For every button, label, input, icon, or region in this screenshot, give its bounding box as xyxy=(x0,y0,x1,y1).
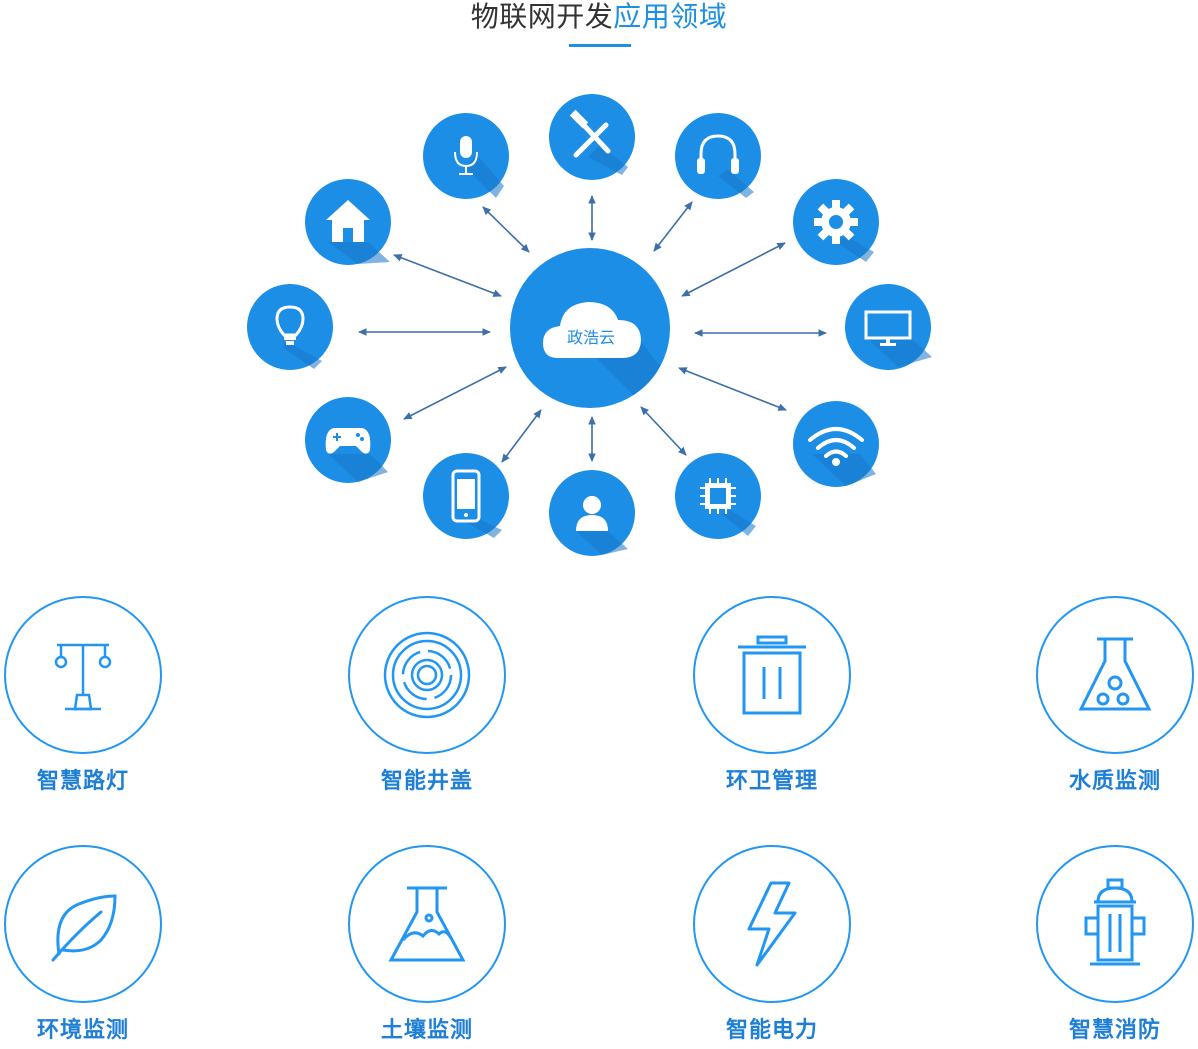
trash-bin-icon xyxy=(738,635,806,715)
leaf-icon xyxy=(51,894,117,962)
flask-icon xyxy=(1078,637,1152,711)
app-tile-street-light[interactable]: 智慧路灯 xyxy=(0,596,166,796)
app-tile-label: 环卫管理 xyxy=(725,769,818,794)
hub-center: 政浩云 xyxy=(510,248,670,408)
microphone-icon xyxy=(454,136,478,175)
hub-node-chip xyxy=(675,453,761,539)
hub-node-monitor xyxy=(845,284,932,370)
app-tile-soil[interactable]: 土壤监测 xyxy=(344,845,510,1045)
hub-connectors xyxy=(358,195,827,463)
app-tile-label: 智能电力 xyxy=(725,1018,818,1043)
fire-hydrant-icon xyxy=(1084,878,1146,966)
hub-node-smartphone xyxy=(423,453,509,539)
app-tile-label: 水质监测 xyxy=(1068,769,1161,794)
app-tile-circle xyxy=(4,845,162,1003)
app-tile-environment[interactable]: 环境监测 xyxy=(0,845,166,1045)
lightbulb-icon xyxy=(275,305,305,345)
app-tile-circle xyxy=(1036,596,1194,754)
smartphone-icon xyxy=(451,469,481,523)
app-tile-manhole-cover[interactable]: 智能井盖 xyxy=(344,596,510,796)
monitor-icon xyxy=(864,310,912,346)
app-tile-label: 环境监测 xyxy=(36,1018,129,1043)
hub-node-tools xyxy=(549,94,635,180)
app-tile-sanitation[interactable]: 环卫管理 xyxy=(689,596,855,796)
app-tile-fire-safety[interactable]: 智慧消防 xyxy=(1032,845,1198,1045)
app-tile-circle xyxy=(693,845,851,1003)
app-tile-label: 智能井盖 xyxy=(380,769,473,794)
hub-node-headphones xyxy=(675,113,761,199)
hub-node-user xyxy=(549,470,635,556)
app-tile-label: 土壤监测 xyxy=(380,1018,473,1043)
hub-center-label: 政浩云 xyxy=(567,328,615,347)
app-tile-circle xyxy=(693,596,851,754)
app-tile-circle xyxy=(1036,845,1194,1003)
app-tile-circle xyxy=(4,596,162,754)
hub-node-home xyxy=(305,179,391,265)
manhole-cover-icon xyxy=(383,631,471,719)
soil-flask-icon xyxy=(388,886,466,962)
street-light-icon xyxy=(54,643,112,711)
headphones-icon xyxy=(697,134,739,174)
title-main: 物联网开发 xyxy=(470,0,614,33)
app-tile-label: 智慧路灯 xyxy=(36,769,129,794)
title-accent: 应用领域 xyxy=(613,0,728,33)
app-tile-circle xyxy=(348,845,506,1003)
gear-icon xyxy=(814,200,858,244)
home-icon xyxy=(326,200,370,242)
gamepad-icon xyxy=(325,428,371,454)
hub-node-microphone xyxy=(423,113,509,199)
hub-diagram: 政浩云 xyxy=(247,94,932,556)
hub-node-gear xyxy=(793,179,879,265)
cloud-icon xyxy=(543,302,641,358)
app-tile-water-quality[interactable]: 水质监测 xyxy=(1032,596,1198,796)
app-tile-circle xyxy=(348,596,506,754)
wifi-icon xyxy=(808,427,864,466)
title-underline xyxy=(569,44,631,47)
lightning-icon xyxy=(747,881,797,967)
app-tile-power[interactable]: 智能电力 xyxy=(689,845,855,1045)
hub-node-lightbulb xyxy=(247,284,333,370)
page-title: 物联网开发应用领域 xyxy=(0,0,1198,34)
hub-node-wifi xyxy=(793,401,879,487)
app-tile-label: 智慧消防 xyxy=(1068,1018,1161,1043)
user-icon xyxy=(576,496,608,531)
chip-icon xyxy=(700,478,736,514)
hub-node-gamepad xyxy=(305,397,391,483)
